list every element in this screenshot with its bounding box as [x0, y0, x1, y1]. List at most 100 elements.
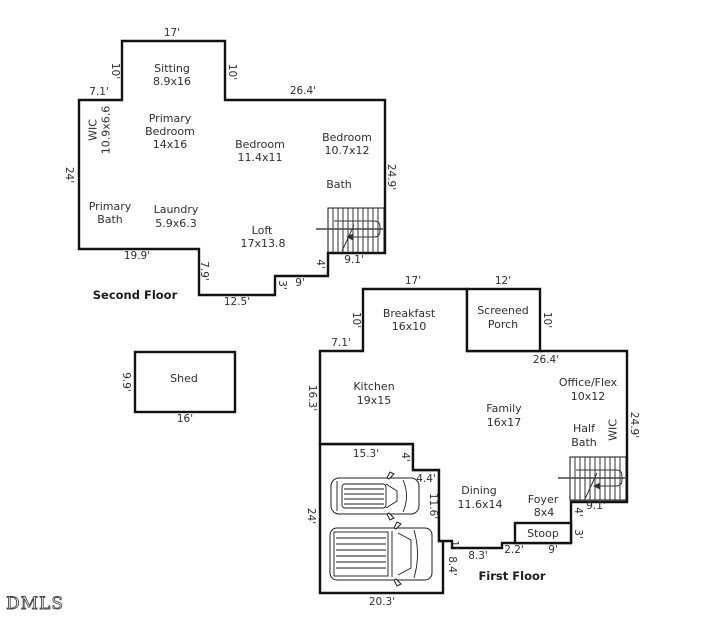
second-floor-stairs [316, 207, 385, 254]
room-stoop: Stoop [527, 527, 559, 540]
room-office-flex-size: 10x12 [571, 390, 606, 403]
dim-sitting-left: 10' [109, 63, 121, 79]
truck-mirror-bottom [393, 578, 402, 587]
shed: Shed 9.9' 16' [120, 350, 237, 425]
stair-walkline [334, 220, 381, 238]
dim-right-height: 24.9' [628, 412, 640, 438]
dim-step-2-2: 2.2' [504, 544, 524, 556]
room-bedroom-right: Bedroom [322, 131, 372, 144]
room-screened-porch-l2: Porch [488, 318, 518, 331]
truck-body [329, 527, 433, 581]
second-floor: 17' 10' 10' 7.1' 26.4' 24' 24.9' 19.9' 7… [63, 27, 397, 308]
dim-upper-right-width: 26.4' [290, 85, 316, 97]
room-primary-bedroom-size: 14x16 [153, 138, 188, 151]
room-laundry: Laundry [154, 203, 199, 216]
suv-mirror-top [386, 471, 395, 480]
stair-break-line [584, 472, 598, 500]
stoop-outline [513, 521, 573, 545]
stair-direction-arrow [346, 233, 353, 241]
room-kitchen-size: 19x15 [357, 394, 392, 407]
dim-step-9: 9' [295, 277, 305, 289]
screened-porch-outline [465, 287, 542, 353]
dim-garage-notch-4-4: 4.4' [416, 473, 436, 485]
dim-upper-left-width: 7.1' [89, 86, 109, 98]
stairs-boundary [327, 207, 385, 254]
dim-shed-height: 9.9' [120, 372, 132, 392]
dim-sitting-right: 10' [226, 64, 238, 80]
room-loft-size: 17x13.8 [241, 237, 286, 250]
dim-step-7-9: 7.9' [198, 261, 210, 281]
room-primary-bath-l1: Primary [89, 200, 132, 213]
dim-left-height: 24' [63, 167, 75, 183]
dim-stoop-width: 9' [548, 544, 558, 556]
dim-upper-left-width: 7.1' [331, 337, 351, 349]
dim-stoop-side-3: 3' [572, 529, 584, 539]
first-floor-title: First Floor [478, 569, 545, 583]
dim-stairs-width: 9.1' [344, 254, 364, 266]
room-family: Family [486, 402, 522, 415]
room-bath: Bath [326, 178, 352, 191]
room-sitting: Sitting [154, 62, 190, 75]
room-wic: WIC [607, 419, 620, 441]
dim-step-4: 4' [314, 259, 326, 269]
dim-upper-right-width: 26.4' [533, 354, 559, 366]
dim-bottom-mid-width: 12.5' [224, 296, 250, 308]
room-bedroom-right-size: 10.7x12 [325, 144, 370, 157]
suv-mirror-bottom [386, 512, 395, 521]
dim-garage-right-11-6: 11.6' [427, 493, 439, 519]
truck-bed-lines [336, 537, 386, 569]
suv-body [330, 477, 420, 515]
dim-garage-bottom-width: 20.3' [369, 596, 395, 608]
truck-bed [333, 531, 389, 577]
room-screened-porch-l1: Screened [477, 304, 529, 317]
dim-right-height: 24.9' [385, 164, 397, 190]
dim-breakfast-left: 10' [350, 312, 362, 328]
stair-walkline [576, 469, 623, 487]
dmls-logo: DMLS [6, 594, 64, 614]
dim-garage-top-width: 15.3' [353, 448, 379, 460]
room-shed: Shed [170, 372, 198, 385]
stair-direction-arrow [593, 482, 600, 490]
room-primary-bath-l2: Bath [97, 213, 123, 226]
suv-windshield [385, 483, 398, 509]
dim-top-width: 17' [164, 27, 180, 39]
suv-roof-rails [344, 488, 384, 505]
dim-shed-width: 16' [177, 413, 193, 425]
room-bedroom-mid-size: 11.4x11 [238, 151, 283, 164]
stair-treads [332, 208, 379, 253]
first-floor-stairs [558, 456, 627, 501]
dim-step-1: 1' [448, 540, 460, 550]
dim-garage-left-height: 24' [305, 508, 317, 524]
room-wic-size: 10.9x6.6 [100, 106, 113, 155]
room-half-bath-l2: Bath [571, 436, 597, 449]
truck-windshield [397, 532, 412, 576]
room-family-size: 16x17 [487, 416, 522, 429]
room-half-bath-l1: Half [573, 422, 596, 435]
room-sitting-size: 8.9x16 [153, 75, 191, 88]
dim-step-3: 3' [276, 280, 288, 290]
dim-garage-notch-4: 4' [399, 452, 411, 462]
suv-roof [341, 483, 387, 509]
dim-stairs-width: 9.1' [586, 500, 606, 512]
room-office-flex: Office/Flex [559, 376, 618, 389]
garage-suv [330, 471, 420, 521]
room-loft: Loft [252, 224, 273, 237]
dim-breakfast-width: 17' [405, 275, 421, 287]
room-foyer: Foyer [528, 493, 559, 506]
room-primary-bedroom-l2: Bedroom [145, 125, 195, 138]
shed-outline [133, 350, 237, 414]
dim-dining-bottom: 8.3' [468, 550, 488, 562]
room-breakfast: Breakfast [383, 307, 436, 320]
room-dining-size: 11.6x14 [458, 498, 503, 511]
second-floor-outline [77, 39, 387, 297]
room-kitchen: Kitchen [353, 380, 394, 393]
room-dining: Dining [461, 484, 497, 497]
truck-mirror-top [393, 521, 402, 530]
dim-porch-width: 12' [495, 275, 511, 287]
suv-hood-line [402, 479, 407, 513]
room-wic: WIC [87, 119, 100, 141]
garage-truck [329, 521, 433, 587]
dim-porch-right: 10' [541, 312, 553, 328]
